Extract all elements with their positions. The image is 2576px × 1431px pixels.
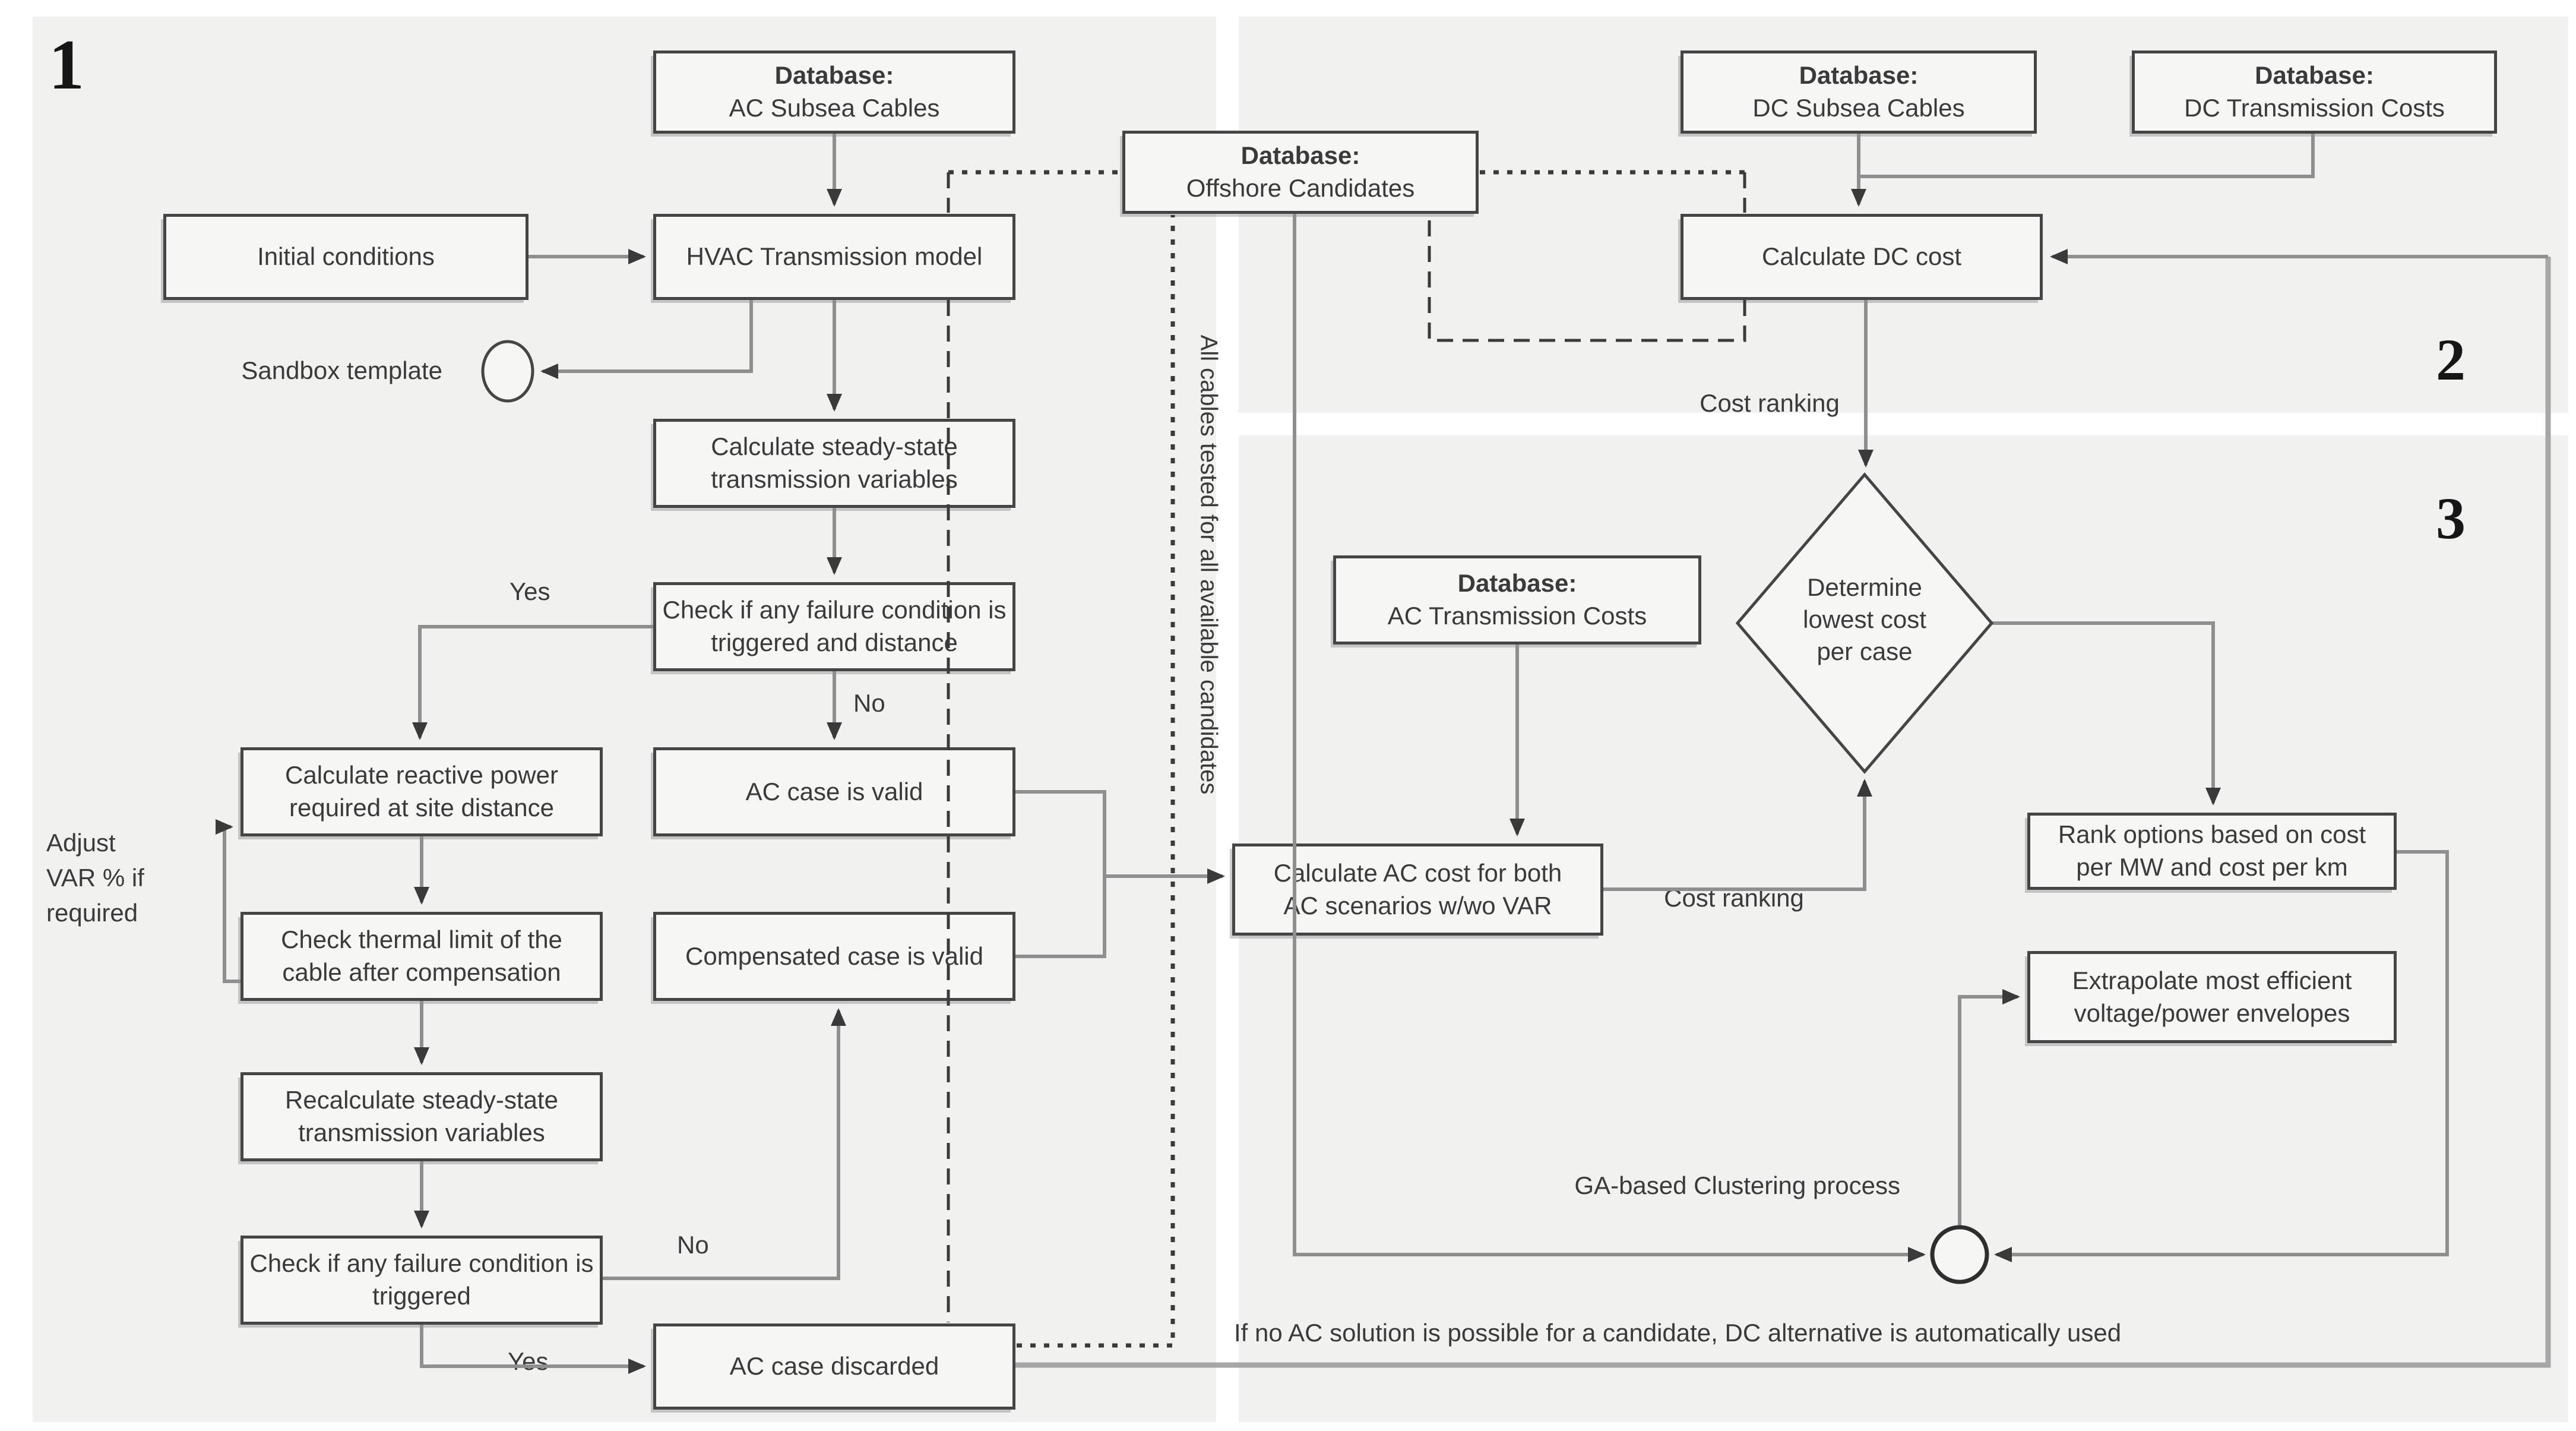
- box-calculate-steady-state: Calculate steady-state transmission vari…: [653, 419, 1015, 508]
- box-database-offshore-candidates: Database: Offshore Candidates: [1122, 131, 1479, 214]
- label-sandbox-template: Sandbox template: [241, 356, 442, 384]
- box-label: AC Subsea Cables: [729, 94, 940, 122]
- box-initial-conditions: Initial conditions: [163, 214, 529, 300]
- box-title: Database:: [2255, 61, 2374, 90]
- label-adjust-var-line1: Adjust: [46, 829, 116, 857]
- box-database-ac-subsea-cables: Database: AC Subsea Cables: [653, 50, 1015, 134]
- box-calculate-reactive-power: Calculate reactive power required at sit…: [240, 747, 603, 836]
- box-hvac-transmission-model: HVAC Transmission model: [653, 214, 1015, 300]
- diamond-label: Determine lowest cost per case: [1803, 573, 1926, 665]
- section-3-number: 3: [2436, 485, 2466, 551]
- box-database-dc-subsea-cables: Database: DC Subsea Cables: [1681, 50, 2037, 134]
- label-adjust-var-line3: required: [46, 898, 138, 927]
- label-bottom-note: If no AC solution is possible for a cand…: [1234, 1319, 2122, 1347]
- box-rank-options: Rank options based on cost per MW and co…: [2027, 813, 2397, 890]
- box-label: Initial conditions: [257, 242, 435, 271]
- box-title: Database:: [774, 61, 894, 90]
- box-check-failure-triggered: Check if any failure condition is trigge…: [240, 1236, 603, 1325]
- box-label: Recalculate steady-state transmission va…: [285, 1086, 558, 1146]
- label-ga-clustering: GA-based Clustering process: [1574, 1171, 1900, 1199]
- box-check-thermal-limit: Check thermal limit of the cable after c…: [240, 912, 603, 1001]
- label-yes-branch-1: Yes: [509, 577, 550, 605]
- box-label: Check thermal limit of the cable after c…: [281, 925, 562, 986]
- box-database-ac-transmission-costs: Database: AC Transmission Costs: [1333, 555, 1701, 645]
- label-no-branch-1: No: [853, 689, 885, 717]
- box-check-failure-distance: Check if any failure condition is trigge…: [653, 582, 1015, 671]
- box-label: Check if any failure condition is trigge…: [662, 596, 1007, 656]
- label-adjust-var-line2: VAR % if: [46, 863, 144, 892]
- box-title: Database:: [1240, 141, 1360, 170]
- box-label: AC Transmission Costs: [1387, 602, 1647, 630]
- horizontal-section-divider: [1239, 413, 2568, 435]
- box-label: DC Transmission Costs: [2184, 94, 2445, 122]
- box-label: Calculate AC cost for both AC scenarios …: [1273, 858, 1562, 920]
- box-label: Calculate steady-state transmission vari…: [711, 432, 958, 493]
- box-label: DC Subsea Cables: [1752, 94, 1965, 122]
- section-1-number: 1: [49, 25, 84, 104]
- label-yes-branch-2: Yes: [508, 1347, 549, 1375]
- label-no-branch-2: No: [677, 1231, 709, 1259]
- label-adjust-var: Adjust VAR % if required: [46, 826, 144, 930]
- box-label: Compensated case is valid: [685, 942, 983, 970]
- box-calculate-dc-cost: Calculate DC cost: [1681, 214, 2043, 300]
- box-label: Offshore Candidates: [1186, 174, 1415, 202]
- box-label: HVAC Transmission model: [686, 242, 983, 271]
- label-cost-ranking-dc: Cost ranking: [1700, 389, 1840, 417]
- label-all-cables-vertical: All cables tested for all available cand…: [1195, 334, 1222, 795]
- box-label: AC case discarded: [729, 1352, 939, 1381]
- box-compensated-case-valid: Compensated case is valid: [653, 912, 1015, 1001]
- box-recalculate-steady-state: Recalculate steady-state transmission va…: [240, 1072, 603, 1161]
- box-label: Extrapolate most efficient voltage/power…: [2072, 966, 2352, 1027]
- box-extrapolate-envelopes: Extrapolate most efficient voltage/power…: [2027, 951, 2397, 1043]
- label-cost-ranking-ac: Cost ranking: [1664, 884, 1804, 912]
- box-label: Rank options based on cost per MW and co…: [2058, 820, 2366, 881]
- box-label: Calculate reactive power required at sit…: [285, 761, 558, 822]
- box-ac-case-valid: AC case is valid: [653, 747, 1015, 836]
- section-2-number: 2: [2436, 327, 2466, 393]
- box-label: AC case is valid: [745, 777, 923, 805]
- box-calculate-ac-cost: Calculate AC cost for both AC scenarios …: [1232, 844, 1603, 936]
- box-label: Calculate DC cost: [1761, 242, 1962, 271]
- box-ac-case-discarded: AC case discarded: [653, 1323, 1015, 1410]
- box-title: Database:: [1799, 61, 1919, 90]
- box-title: Database:: [1457, 569, 1577, 598]
- box-database-dc-transmission-costs: Database: DC Transmission Costs: [2132, 50, 2497, 134]
- box-label: Check if any failure condition is trigge…: [249, 1249, 594, 1310]
